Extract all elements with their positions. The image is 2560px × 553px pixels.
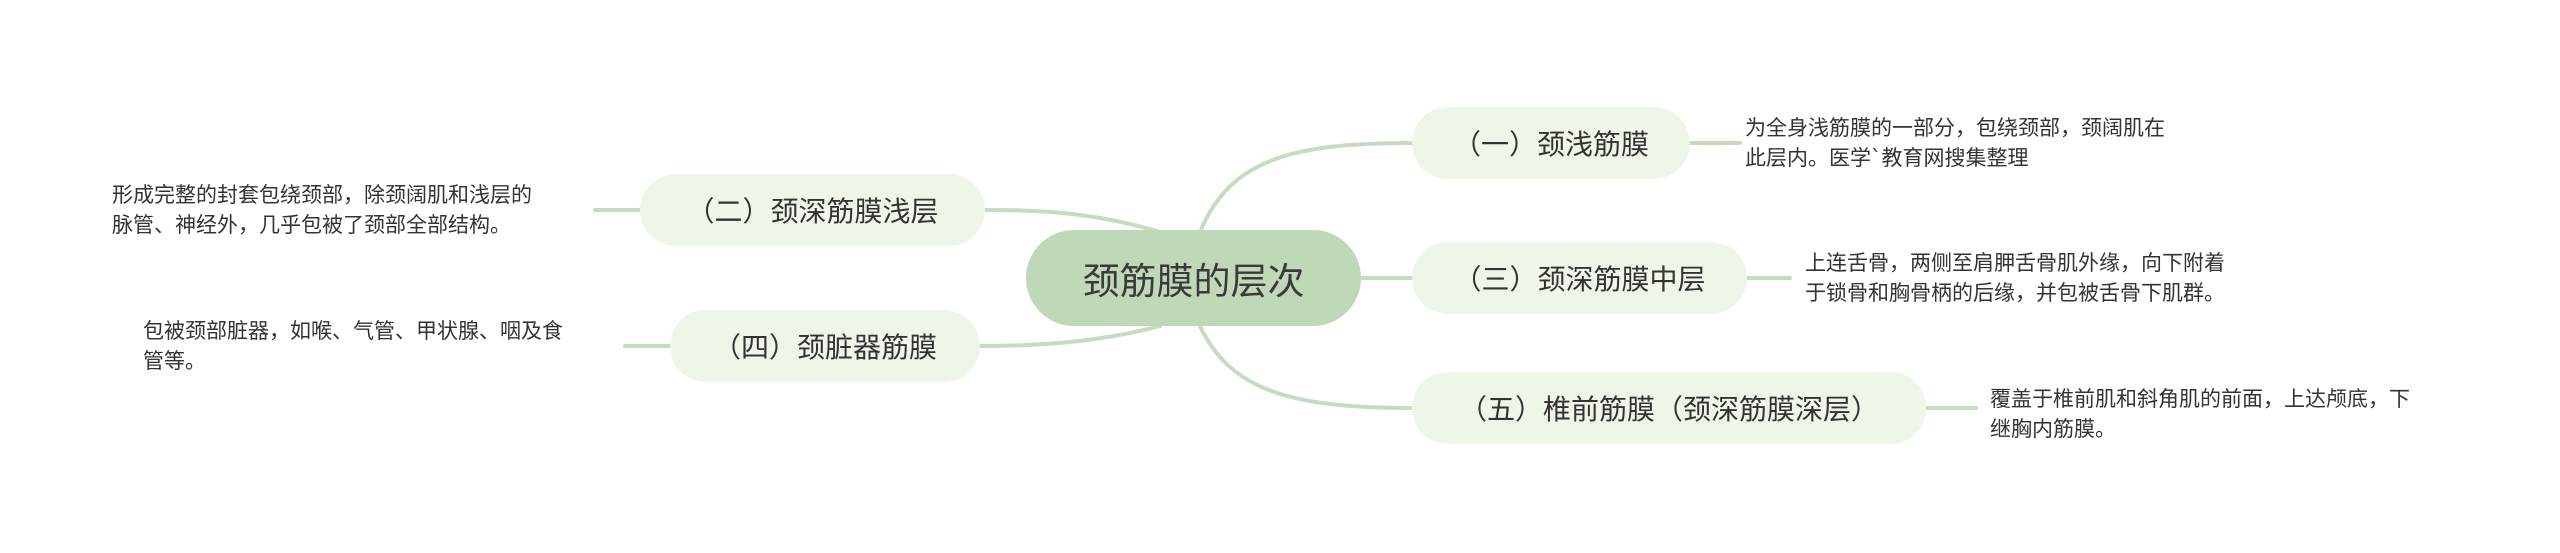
leaf-desc-2-line-1: 形成完整的封套包绕颈部，除颈阔肌和浅层的 (112, 183, 532, 207)
link-root-branch-2 (983, 208, 1162, 234)
branch-topic-2[interactable]: （二）颈深筋膜浅层 (640, 174, 985, 246)
leaf-desc-5[interactable]: 覆盖于椎前肌和斜角肌的前面，上达颅底，下 继胸内筋膜。 (1990, 384, 2410, 444)
branch-topic-3[interactable]: （三）颈深筋膜中层 (1412, 242, 1747, 314)
link-root-branch-5 (1198, 324, 1414, 410)
leaf-desc-1[interactable]: 为全身浅筋膜的一部分，包绕颈部，颈阔肌在 此层内。医学`教育网搜集整理 (1745, 113, 2165, 173)
leaf-desc-3-line-1: 上连舌骨，两侧至肩胛舌骨肌外缘，向下附着 (1805, 251, 2225, 275)
link-root-branch-1 (1198, 141, 1414, 234)
leaf-desc-3[interactable]: 上连舌骨，两侧至肩胛舌骨肌外缘，向下附着 于锁骨和胸骨柄的后缘，并包被舌骨下肌群… (1805, 248, 2225, 308)
branch-topic-4[interactable]: （四）颈脏器筋膜 (670, 310, 980, 382)
leaf-desc-2-line-2: 脉管、神经外，几乎包被了颈部全部结构。 (112, 213, 511, 237)
leaf-desc-1-line-2: 此层内。医学`教育网搜集整理 (1745, 146, 2029, 170)
leaf-desc-4-line-1: 包被颈部脏器，如喉、气管、甲状腺、咽及食 (143, 319, 563, 343)
branch-topic-5[interactable]: （五）椎前筋膜（颈深筋膜深层） (1412, 372, 1926, 444)
leaf-desc-2[interactable]: 形成完整的封套包绕颈部，除颈阔肌和浅层的 脉管、神经外，几乎包被了颈部全部结构。 (112, 180, 532, 240)
leaf-desc-5-line-1: 覆盖于椎前肌和斜角肌的前面，上达颅底，下 (1990, 387, 2410, 411)
leaf-desc-1-line-1: 为全身浅筋膜的一部分，包绕颈部，颈阔肌在 (1745, 116, 2165, 140)
leaf-desc-3-line-2: 于锁骨和胸骨柄的后缘，并包被舌骨下肌群。 (1805, 281, 2225, 305)
branch-topic-1[interactable]: （一）颈浅筋膜 (1412, 107, 1690, 179)
leaf-desc-4-line-2: 管等。 (143, 349, 206, 373)
link-root-branch-4 (978, 324, 1162, 348)
leaf-desc-4[interactable]: 包被颈部脏器，如喉、气管、甲状腺、咽及食 管等。 (143, 316, 563, 376)
leaf-desc-5-line-2: 继胸内筋膜。 (1990, 417, 2116, 441)
root-topic[interactable]: 颈筋膜的层次 (1026, 230, 1361, 326)
